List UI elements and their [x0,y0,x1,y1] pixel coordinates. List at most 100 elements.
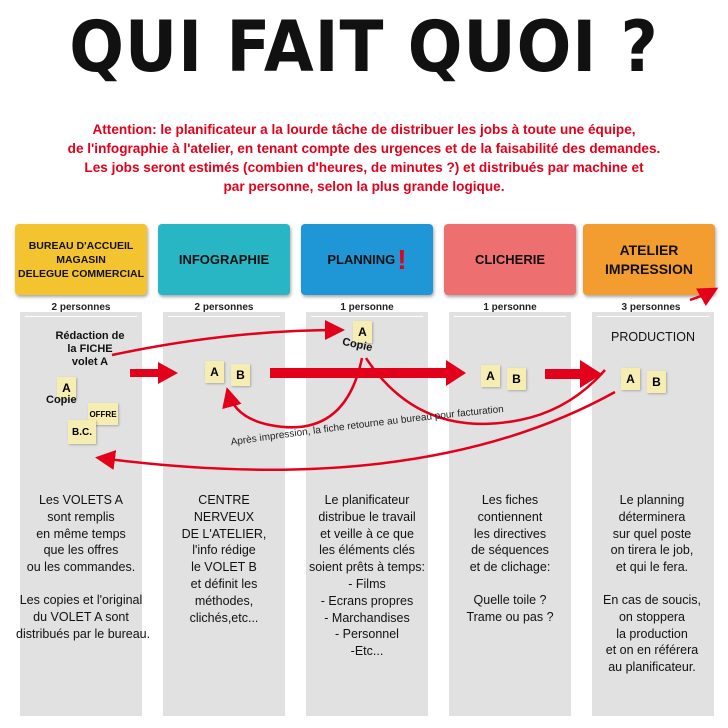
curve-bureau-to-planning [111,320,345,357]
desc-line: distribue le travail [318,509,416,524]
staff-count: 2 personnes [51,302,111,313]
desc-line: l'info rédige [192,543,256,558]
card-a: A [621,368,640,390]
curve-return-to-bureau [95,390,616,471]
arrow-info-to-planning [270,360,466,386]
header-line: ATELIER [619,241,679,258]
desc-line: au planificateur. [608,660,696,675]
arrow-clicherie-to-atelier [545,360,602,388]
desc-line: contiennent [477,509,543,524]
desc-line: Les copies et l'original [19,592,143,607]
intro-line: par personne, selon la plus grande logiq… [223,179,505,194]
desc-line: méthodes, [194,593,254,608]
desc-line: Les VOLETS A [38,493,124,507]
desc-line: que les offres [43,543,119,558]
desc-line: En cas de soucis, [603,592,701,607]
header-clicherie: CLICHERIE [444,224,576,295]
description-planning: Le planificateur distribue le travail et… [302,492,432,660]
page-title: QUI FAIT QUOI ? [69,6,659,88]
desc-line: et de clichage: [469,560,551,575]
header-bureau: BUREAU D'ACCUEIL MAGASIN DELEGUE COMMERC… [15,224,147,295]
description-atelier: Le planning déterminera sur quel poste o… [587,492,717,676]
header-line: INFOGRAPHIE [178,252,270,267]
desc-line: clichés,etc... [189,610,259,625]
desc-line: Le planning [619,493,685,507]
desc-line: DE L'ATELIER, [181,526,267,541]
desc-line: les directives [473,526,547,541]
desc-line: Quelle toile ? [473,592,547,607]
divider [311,316,423,317]
intro-line: Attention: le planificateur a la lourde … [92,122,636,137]
card-b: B [647,371,666,393]
desc-line: de séquences [471,543,549,558]
redaction-line: la FICHE [67,343,113,355]
desc-line: - Marchandises [324,610,410,625]
divider [454,316,566,317]
column-bureau [20,312,142,716]
divider [25,316,137,317]
divider [597,316,709,317]
desc-line: - Personnel [335,627,399,642]
staff-count: 1 personne [483,302,537,313]
redaction-line: volet A [71,356,109,368]
card-a-original: A [57,377,76,399]
header-planning: PLANNING ! [301,224,433,295]
desc-line: Le planificateur [324,493,410,507]
card-offre: OFFRE [88,403,118,425]
card-a-copy: A [353,321,372,343]
redaction-label: Rédaction de la FICHE volet A [40,330,140,369]
intro-text: Attention: le planificateur a la lourde … [10,120,718,196]
card-b: B [231,364,250,386]
desc-line: en même temps [36,526,126,541]
desc-line: les éléments clés [319,543,415,558]
arrow-bureau-to-info [130,362,178,384]
intro-line: de l'infographie à l'atelier, en tenant … [67,141,661,156]
desc-line: la production [616,626,688,641]
desc-line: distribués par le bureau. [16,626,151,641]
header-line: BUREAU D'ACCUEIL [28,239,134,252]
desc-line: CENTRE [198,493,250,507]
card-bc: B.C. [68,420,96,444]
desc-line: du VOLET A sont [33,609,129,624]
intro-line: Les jobs seront estimés (combien d'heure… [84,160,644,175]
header-line: IMPRESSION [605,260,693,277]
desc-line: - Ecrans propres [320,593,414,608]
description-infographie: CENTRE NERVEUX DE L'ATELIER, l'info rédi… [159,492,289,626]
desc-line: sont remplis [47,509,115,524]
column-planning [306,312,428,716]
desc-line: - Films [348,576,386,591]
column-infographie [163,312,285,716]
staff-count: 3 personnes [621,302,681,313]
desc-line: ou les commandes. [26,560,136,575]
curve-planning-to-info [222,357,364,429]
staff-count: 1 personne [340,302,394,313]
staff-count: 2 personnes [194,302,254,313]
arrow-atelier-exit [689,287,719,307]
description-clicherie: Les fiches contiennent les directives de… [445,492,575,626]
desc-line: -Etc... [350,644,384,659]
desc-line: on stoppera [618,609,686,624]
desc-line: et on en référera [605,643,699,658]
description-bureau: Les VOLETS A sont remplis en même temps … [16,492,151,642]
desc-line: Trame ou pas ? [466,609,554,624]
spacer [16,576,146,592]
desc-line: déterminera [618,509,686,524]
spacer [445,576,575,592]
header-line: MAGASIN [56,253,106,266]
header-infographie: INFOGRAPHIE [158,224,290,295]
header-line: PLANNING [327,252,396,267]
desc-line: et définit les [190,576,258,591]
desc-line: soient prêts à temps: [308,560,426,575]
exclamation-icon: ! [397,243,407,275]
header-line: CLICHERIE [474,252,546,267]
desc-line: on tirera le job, [610,543,694,558]
curve-planning-to-atelier [364,357,606,426]
production-label: PRODUCTION [610,330,696,344]
card-a: A [205,361,224,383]
card-a: A [481,365,500,387]
redaction-line: Rédaction de [55,330,125,342]
desc-line: le VOLET B [191,560,257,575]
desc-line: et veille à ce que [320,526,414,541]
desc-line: et qui le fera. [615,560,689,575]
